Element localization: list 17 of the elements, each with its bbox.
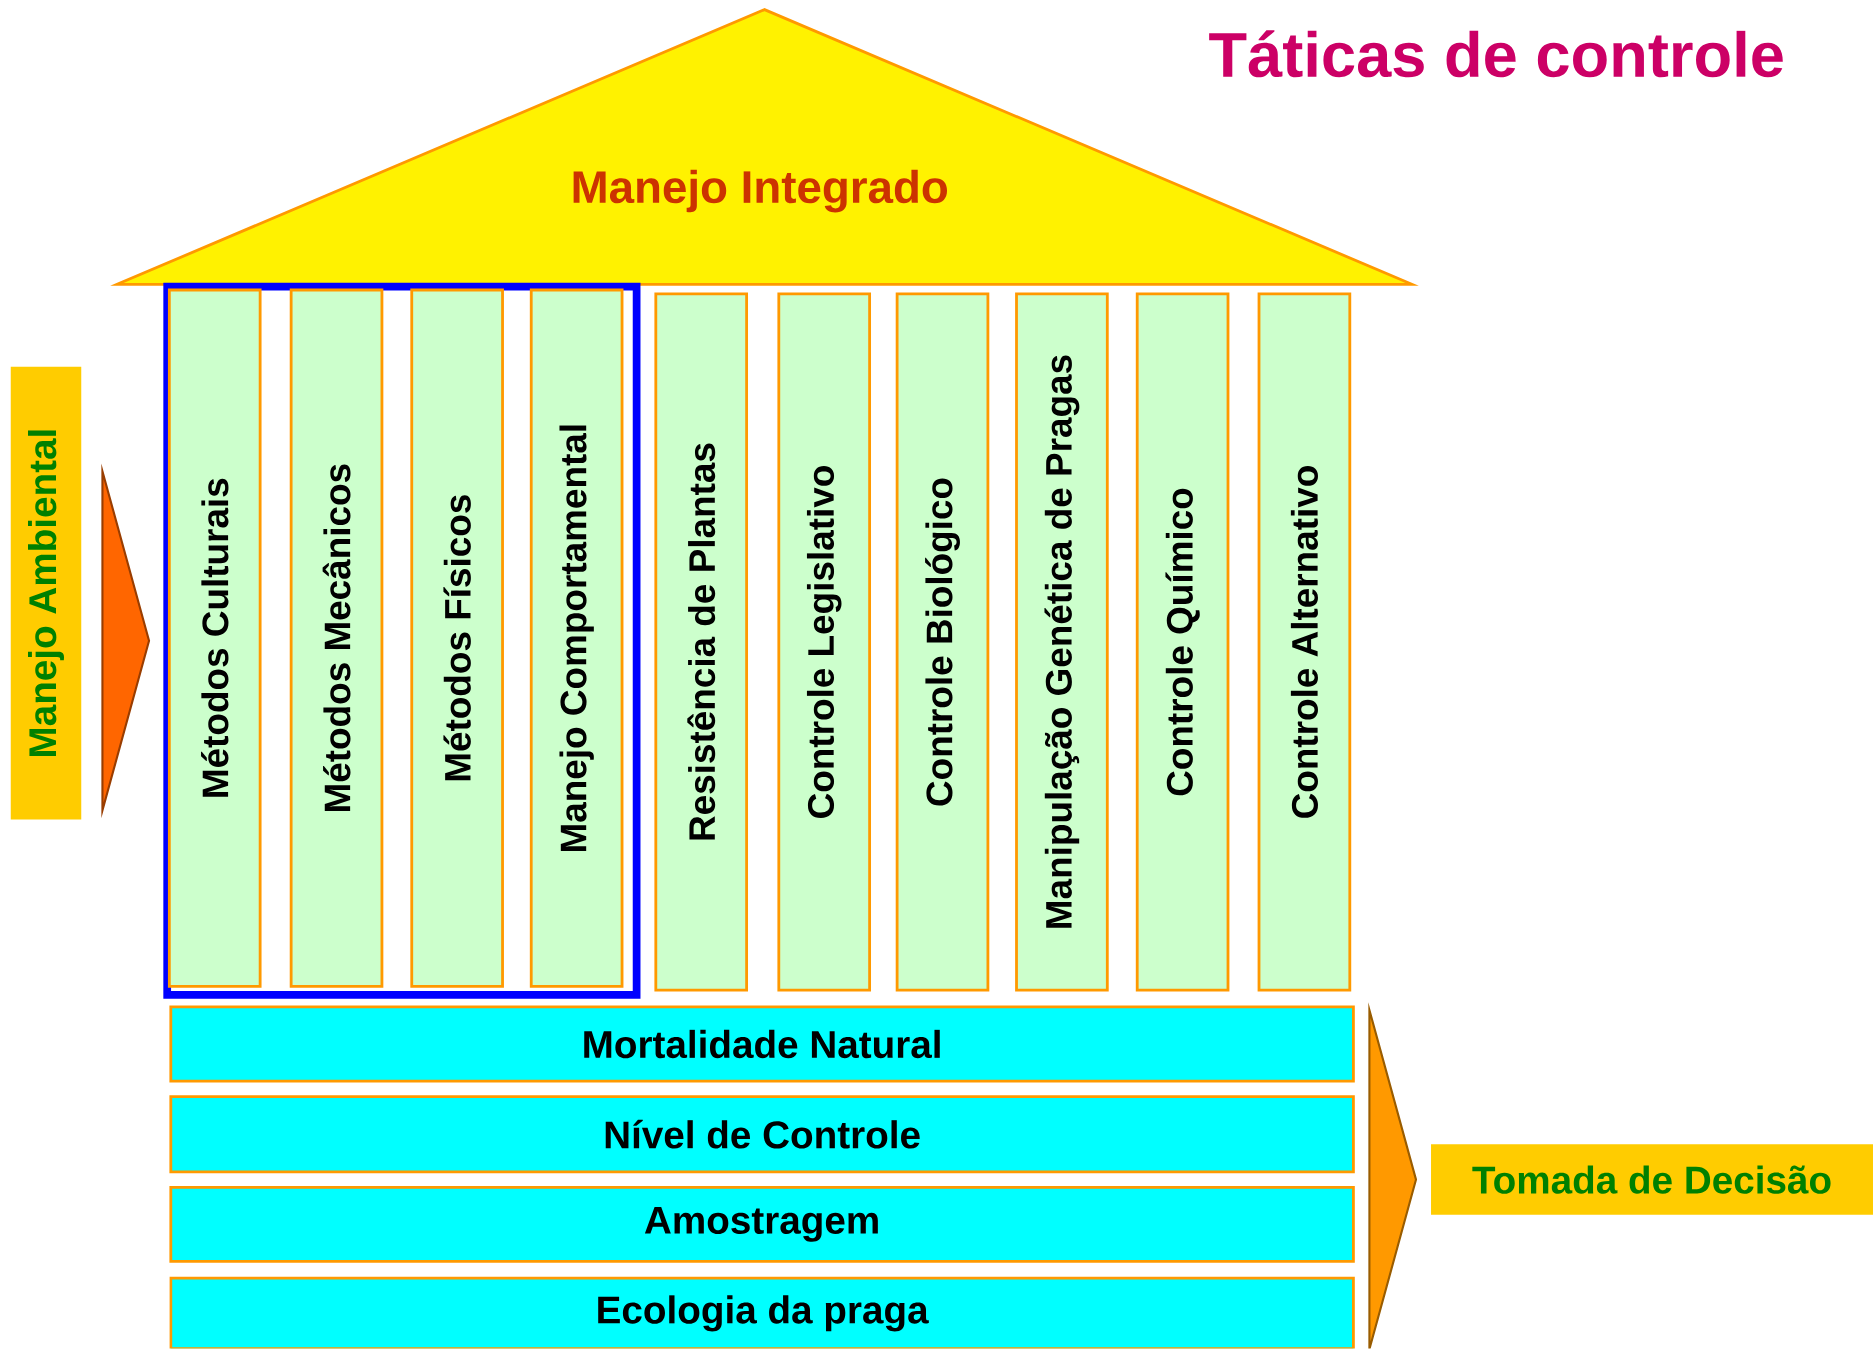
group-frame: [163, 283, 641, 1000]
pillar-box: Manipulação Genética de Pragas: [1015, 292, 1109, 992]
foundation-bar: Nível de Controle: [169, 1095, 1355, 1174]
foundation-bar: Mortalidade Natural: [169, 1005, 1355, 1083]
foundation-bar: Amostragem: [169, 1186, 1355, 1264]
side-label-box: Manejo Ambiental: [10, 366, 82, 820]
pillar-box: Métodos Físicos: [410, 288, 504, 988]
pillar-box: Controle Biológico: [895, 292, 990, 992]
pillar-box: Controle Alternativo: [1257, 292, 1352, 992]
side-label-box: Tomada de Decisão: [1431, 1144, 1873, 1216]
pillar-box: Manejo Comportamental: [529, 288, 624, 988]
pillar-box: Métodos Mecânicos: [289, 288, 384, 988]
pillar-box: Métodos Culturais: [167, 288, 262, 988]
pillar-box: Controle Químico: [1135, 292, 1230, 992]
foundation-bar: Ecologia da praga: [169, 1276, 1355, 1349]
pillar-box: Resistência de Plantas: [654, 292, 748, 992]
pillar-box: Controle Legislativo: [777, 292, 871, 992]
